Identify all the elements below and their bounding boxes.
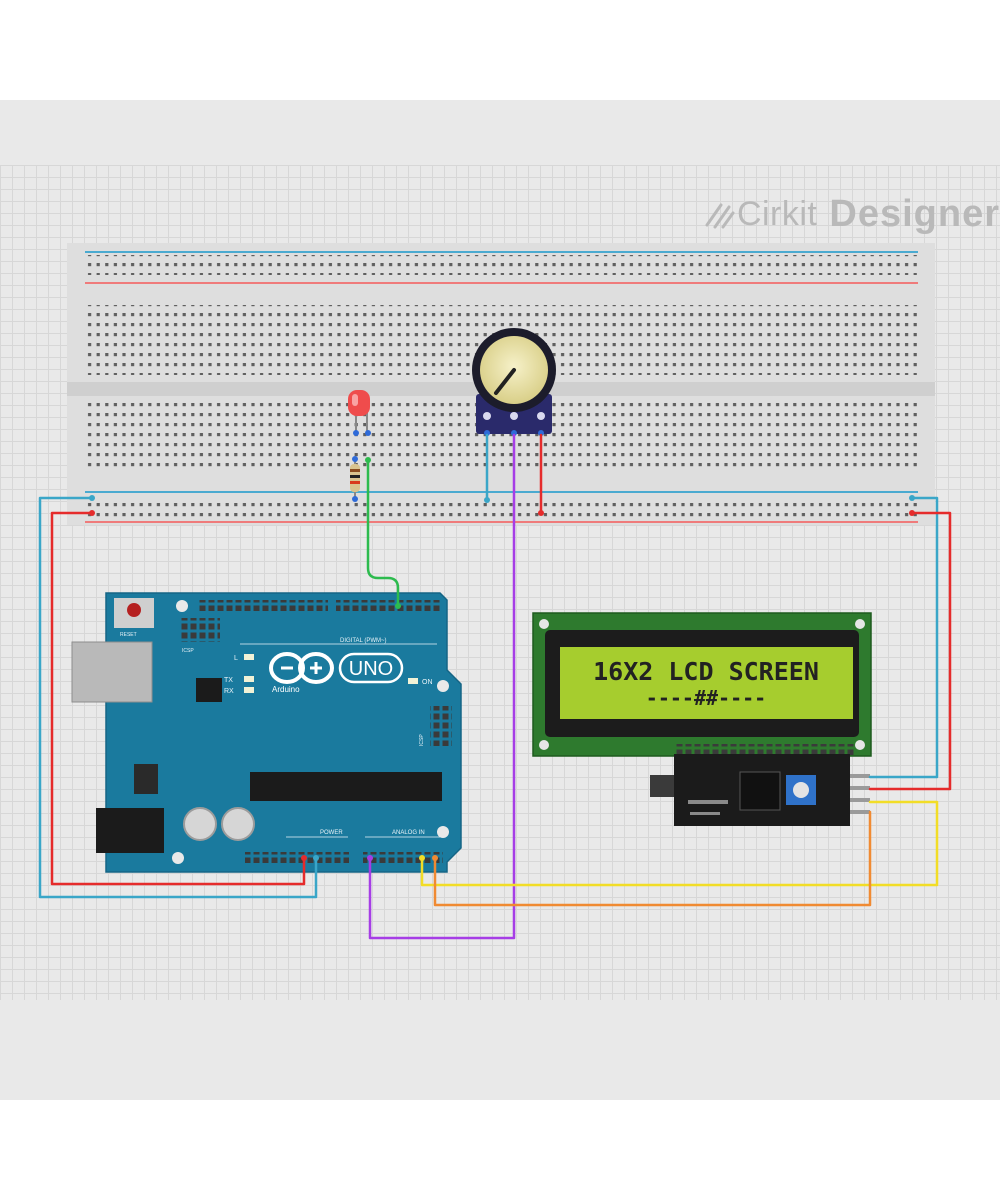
chip-small: [196, 678, 222, 702]
power-label: POWER: [320, 830, 343, 836]
red-led[interactable]: [348, 390, 371, 436]
led-rx-label: RX: [224, 688, 234, 695]
lcd-16x2[interactable]: 16X2 LCD SCREEN ----##----: [532, 612, 872, 757]
brand-name-light: Cirkit: [736, 195, 818, 233]
atmega-chip: [250, 772, 442, 801]
usb-port: [71, 641, 153, 703]
wire-vcc-right[interactable]: [868, 511, 952, 791]
brand-logo: Cirkit Designer: [703, 193, 1000, 236]
icsp2-header: [180, 618, 220, 642]
arduino-logo-icon: [269, 652, 334, 684]
wire-vcc-left[interactable]: [50, 511, 306, 886]
wire-sda[interactable]: [420, 800, 939, 887]
uno-logo-badge: [338, 652, 404, 684]
i2c-jumper: [650, 775, 674, 797]
wire-led[interactable]: [366, 458, 400, 608]
led-on: [408, 678, 418, 684]
icsp2-label: ICSP: [182, 648, 194, 654]
capacitor-1: [183, 807, 217, 841]
bottom-power-rail-holes: [85, 498, 918, 518]
capacitor-2: [221, 807, 255, 841]
wire-gnd-right[interactable]: [868, 496, 939, 779]
wire-scl[interactable]: [433, 810, 872, 907]
lcd-screen: [560, 647, 853, 719]
digital-header-left: [198, 600, 328, 611]
led-tx: [244, 676, 254, 682]
icsp-header: [430, 706, 452, 746]
wire-pot-signal[interactable]: [368, 433, 516, 940]
icsp-label: ICSP: [419, 734, 425, 746]
analog-label: ANALOG IN: [392, 830, 425, 836]
voltage-regulator: [134, 764, 158, 794]
wire-gnd-left[interactable]: [38, 496, 318, 899]
led-l-label: L: [234, 655, 238, 662]
digital-label: DIGITAL (PWM~): [340, 638, 387, 644]
cirkit-logo-icon: [705, 203, 735, 228]
lcd-line-2: ----##----: [646, 686, 766, 710]
i2c-chip: [739, 771, 781, 811]
power-jack: [96, 808, 164, 853]
wire-endpoints: [89, 457, 915, 861]
potentiometer[interactable]: [472, 328, 556, 436]
led-tx-label: TX: [224, 677, 233, 684]
reset-label: RESET: [120, 632, 137, 638]
pot-knob-pointer: [494, 368, 516, 395]
uno-logo: UNO: [349, 658, 393, 680]
digital-header-right: [336, 600, 440, 611]
top-power-rail-holes: [85, 255, 918, 275]
led-rx: [244, 687, 254, 693]
led-on-label: ON: [422, 679, 433, 686]
led-body: [348, 390, 370, 416]
i2c-backpack[interactable]: [650, 754, 870, 826]
arduino-uno[interactable]: RESET ICSP DIGITAL (PWM~) L TX RX ON: [71, 592, 462, 873]
diagram-canvas: Cirkit Designer: [0, 100, 1000, 1100]
lcd-pin-header: [676, 744, 856, 755]
analog-header: [363, 852, 443, 863]
power-header: [245, 852, 349, 863]
arduino-board: [105, 592, 462, 873]
resistor[interactable]: [350, 456, 360, 502]
lcd-line-1: 16X2 LCD SCREEN: [593, 657, 819, 686]
circuit-diagram: RESET ICSP DIGITAL (PWM~) L TX RX ON: [38, 243, 952, 940]
brand-name-bold: Designer: [829, 193, 1000, 235]
led-l: [244, 654, 254, 660]
arduino-brand-text: Arduino: [272, 685, 300, 694]
